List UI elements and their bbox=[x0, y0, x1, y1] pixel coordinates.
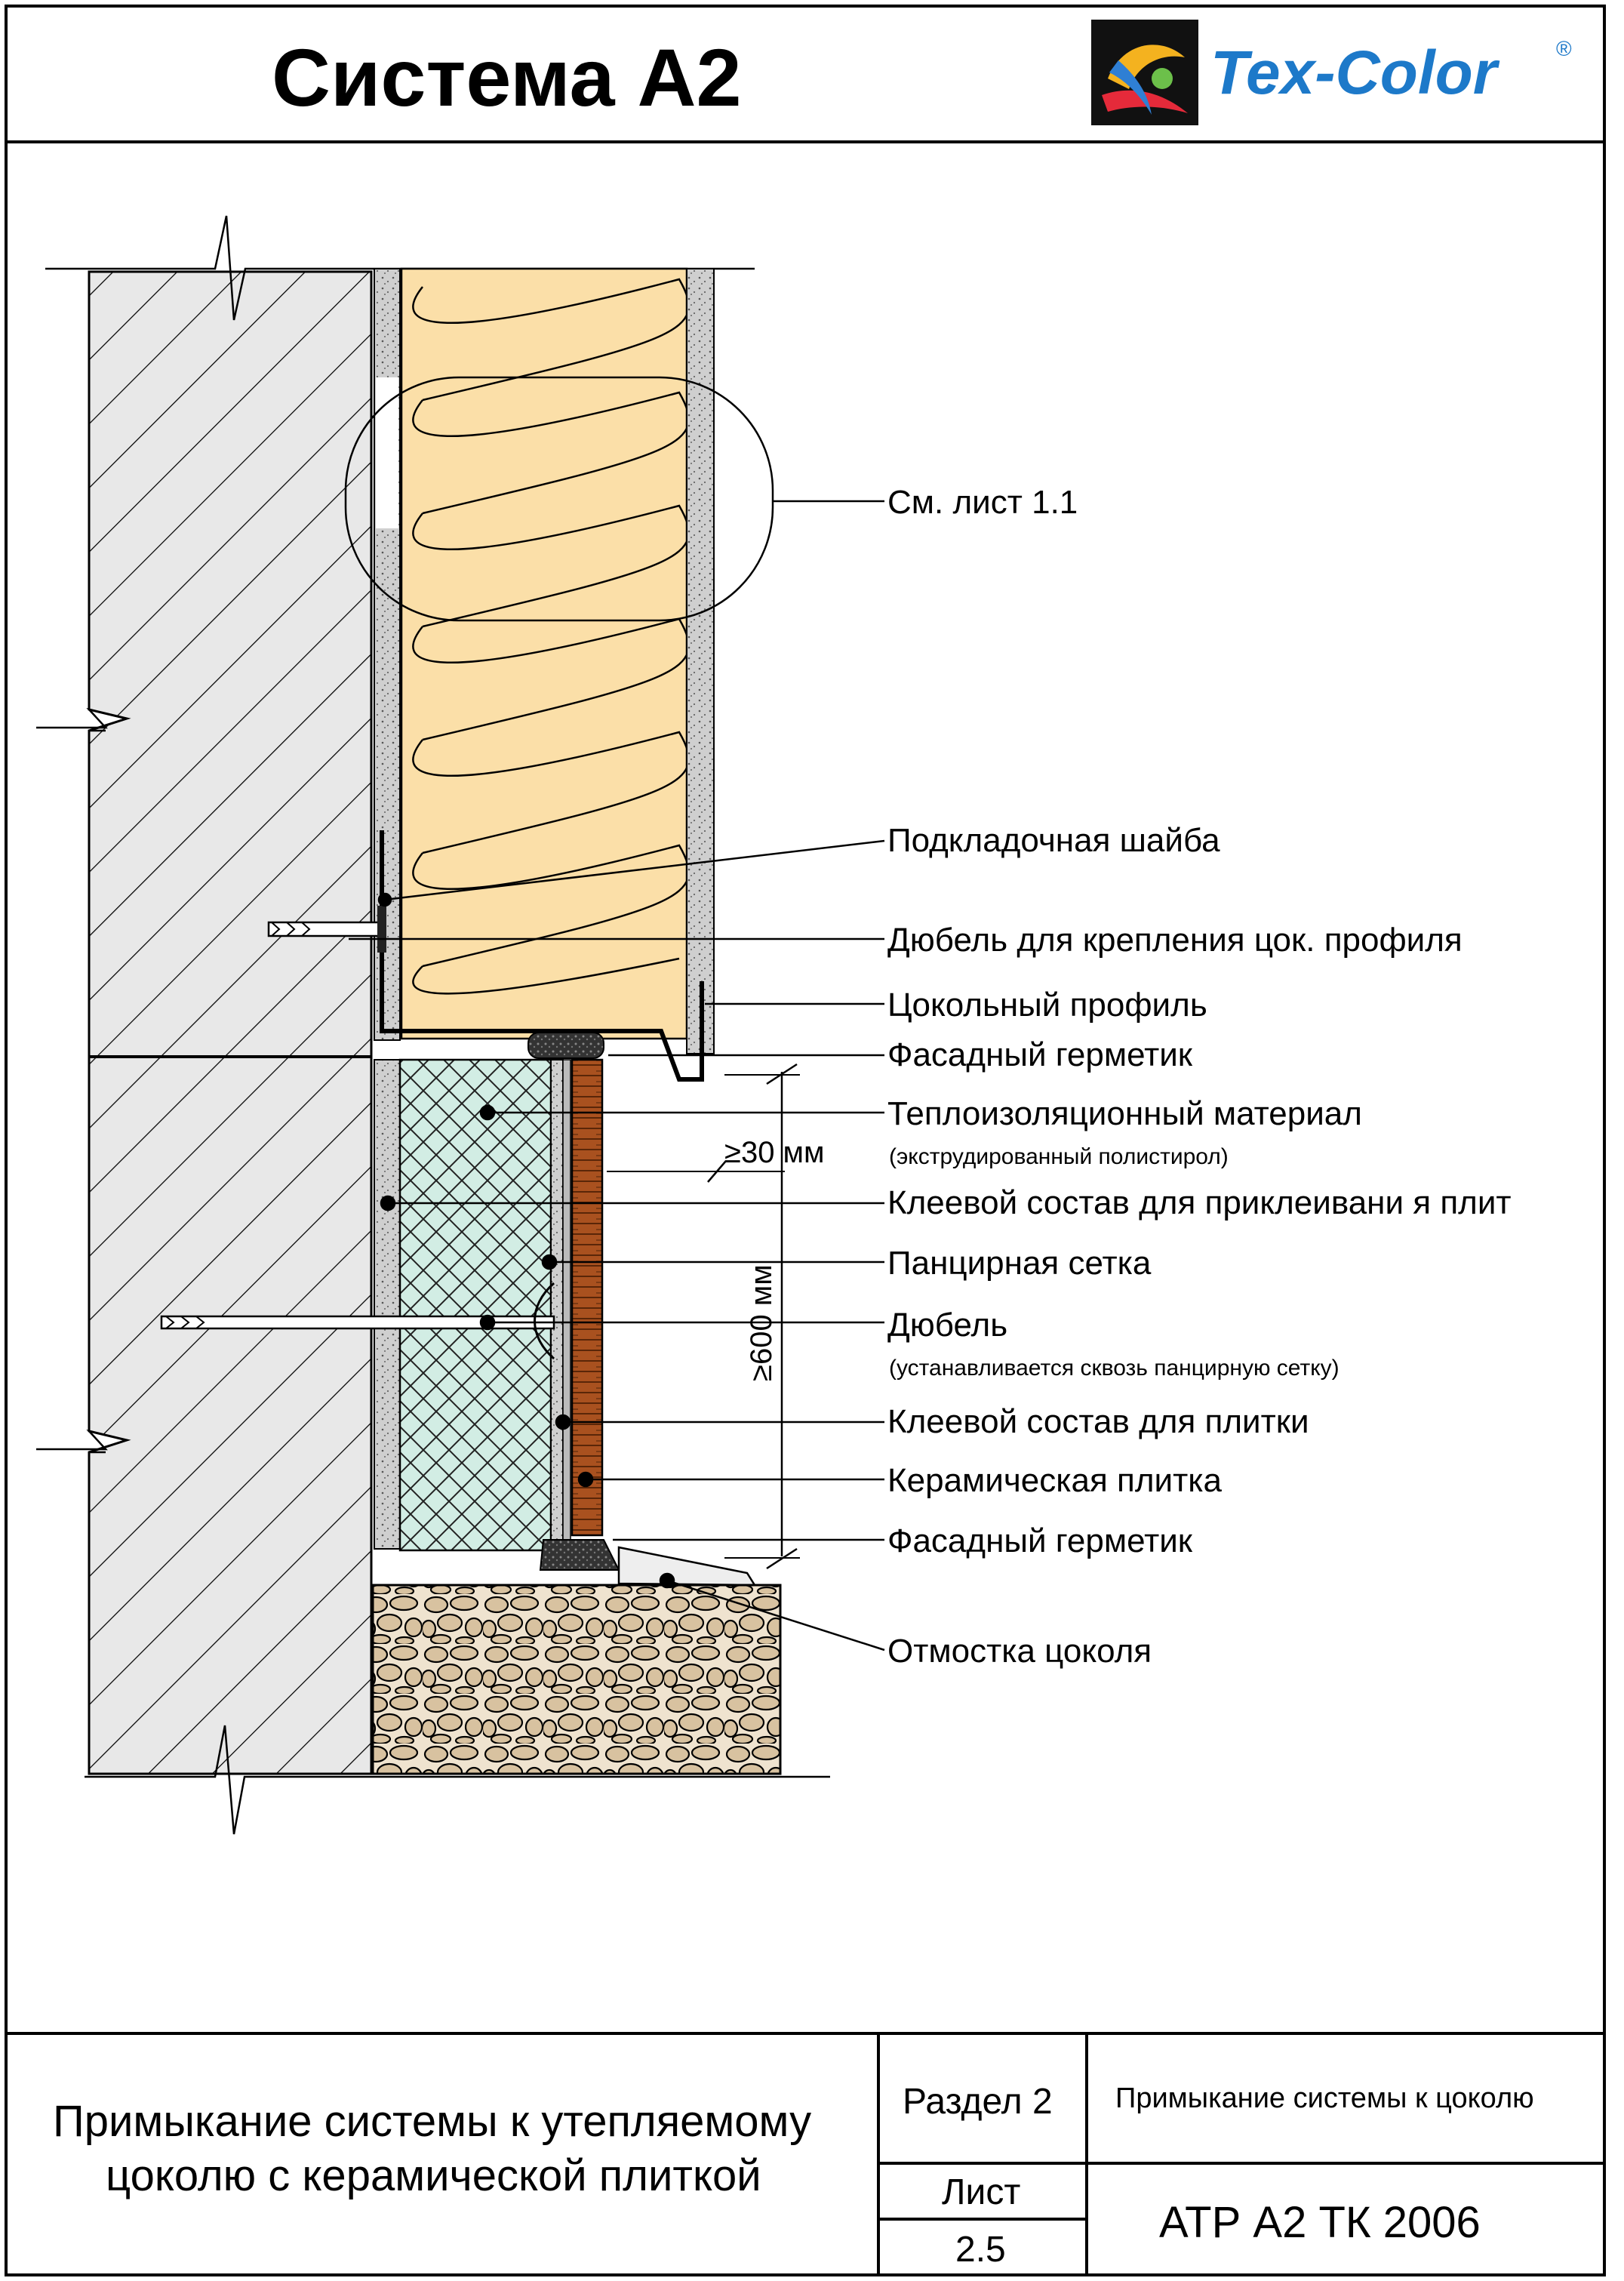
callout-see-sheet: См. лист 1.1 bbox=[887, 484, 1078, 521]
wall-lower bbox=[88, 1055, 373, 1775]
drawing-description-line2: цоколю с керамической плиткой bbox=[106, 2151, 761, 2200]
section-drawing: ≥600 мм ≥30 мм bbox=[36, 215, 830, 1835]
leader-lines bbox=[349, 500, 885, 1651]
sealant-lower bbox=[539, 1539, 620, 1571]
callout-sealant-upper: Фасадный герметик bbox=[887, 1036, 1193, 1073]
gravel-plinth bbox=[371, 1584, 782, 1775]
detail-outline bbox=[344, 376, 774, 622]
callout-armor-mesh: Панцирная сетка bbox=[887, 1245, 1152, 1282]
brand-registered-mark: ® bbox=[1556, 37, 1572, 60]
section-number: Раздел 2 bbox=[903, 2082, 1053, 2122]
xps-insulation bbox=[398, 1058, 552, 1552]
ceramic-tile bbox=[571, 1058, 604, 1537]
break-line-left-bottom bbox=[36, 1429, 131, 1454]
dimension-30-label: ≥30 мм bbox=[724, 1136, 825, 1169]
callout-insulation: Теплоизоляционный материал bbox=[887, 1095, 1362, 1132]
blind-area-slope bbox=[617, 1546, 757, 1587]
callout-sealant-lower: Фасадный герметик bbox=[887, 1522, 1193, 1559]
sheet-title: Система А2 bbox=[272, 32, 742, 123]
break-line-left-top bbox=[36, 707, 131, 732]
callout-ceramic-tile: Керамическая плитка bbox=[887, 1462, 1222, 1499]
callout-base-profile: Цокольный профиль bbox=[887, 987, 1207, 1024]
sheet-label: Лист bbox=[942, 2172, 1020, 2212]
break-line-bottom bbox=[85, 1725, 830, 1835]
adhesive-lower bbox=[374, 1059, 401, 1550]
callout-profile-dowel: Дюбель для крепления цок. профиля bbox=[887, 922, 1463, 959]
callout-dowel: Дюбель bbox=[887, 1307, 1007, 1344]
callout-board-adhesive: Клеевой состав для приклеивани я плит bbox=[887, 1184, 1512, 1221]
callout-blind-area: Отмостка цоколя bbox=[887, 1633, 1152, 1670]
document-code: АТР А2 ТК 2006 bbox=[1159, 2198, 1481, 2247]
profile-dowel bbox=[267, 906, 386, 953]
mineral-wool bbox=[400, 267, 688, 1040]
tex-color-logo: Tex-Color ® bbox=[1091, 20, 1572, 125]
callout-insulation-note: (экструдированный полистирол) bbox=[889, 1144, 1229, 1169]
wall-upper bbox=[88, 270, 373, 1058]
callout-tile-adhesive: Клеевой состав для плитки bbox=[887, 1403, 1309, 1440]
sheet-frame bbox=[5, 5, 1606, 2276]
render-layer bbox=[686, 268, 715, 1054]
title-block bbox=[6, 2032, 1604, 2275]
mesh-layer bbox=[550, 1059, 564, 1551]
callout-washer: Подкладочная шайба bbox=[887, 822, 1220, 859]
drawing-description-line1: Примыкание системы к утепляемому bbox=[53, 2097, 811, 2146]
tile-adhesive bbox=[562, 1059, 571, 1551]
section-title: Примыкание системы к цоколю bbox=[1115, 2082, 1534, 2114]
dimension-600: ≥600 мм bbox=[724, 1063, 800, 1570]
brand-name: Tex-Color bbox=[1210, 38, 1500, 107]
dimension-30: ≥30 мм bbox=[607, 1136, 825, 1183]
sheet-number: 2.5 bbox=[955, 2230, 1006, 2270]
break-line-top bbox=[45, 215, 755, 321]
sealant-upper bbox=[527, 1032, 604, 1059]
callout-labels: См. лист 1.1 Подкладочная шайба Дюбель д… bbox=[887, 484, 1512, 1670]
callout-dowel-note: (устанавливается сквозь панцирную сетку) bbox=[889, 1356, 1339, 1381]
